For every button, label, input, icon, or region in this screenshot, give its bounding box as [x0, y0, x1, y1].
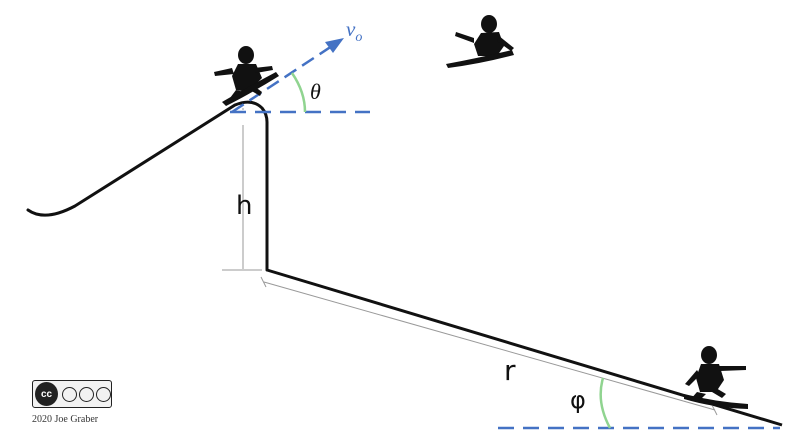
distance-tick-end: [711, 404, 718, 416]
sa-icon: [96, 386, 111, 402]
theta-arc: [290, 72, 307, 113]
velocity-label-sub: o: [355, 30, 362, 45]
ramp-curve: [26, 100, 269, 272]
snowboarder-air: [446, 15, 514, 68]
distance-dimension-line: [263, 281, 716, 411]
distance-label: r: [504, 354, 516, 387]
height-label: h: [236, 191, 252, 221]
nc-icon: [79, 386, 94, 402]
distance-tick-start: [260, 276, 267, 288]
phi-label: φ: [570, 386, 586, 414]
snowboarder-landed: [684, 346, 748, 409]
phi-arc: [599, 377, 612, 429]
by-icon: [62, 386, 77, 402]
cc-license-badge: cc: [32, 380, 112, 408]
cc-icon: cc: [35, 382, 58, 406]
theta-label: θ: [310, 79, 321, 104]
credit-text: 2020 Joe Graber: [32, 414, 99, 425]
license-credit: cc 2020 Joe Graber: [32, 380, 132, 425]
velocity-arrowhead: [325, 38, 344, 53]
snowboarder-launch: [214, 46, 279, 106]
velocity-label: vo: [346, 17, 362, 45]
velocity-label-base: v: [346, 17, 356, 41]
